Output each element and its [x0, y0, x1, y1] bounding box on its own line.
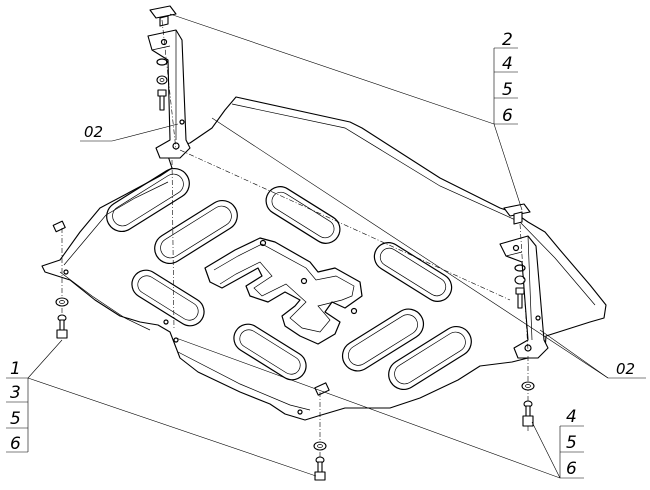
- slot: [154, 199, 238, 265]
- clip-top-left: [149, 5, 177, 19]
- mounting-tab: [52, 220, 66, 233]
- callout-number: 2: [502, 30, 513, 50]
- clip-top-right: [503, 203, 531, 217]
- plate-hole: [63, 269, 69, 275]
- bracket-label-right: 02: [211, 117, 646, 379]
- callout-number: 4: [566, 407, 577, 427]
- svg-text:02: 02: [616, 360, 635, 378]
- slot: [341, 308, 425, 372]
- svg-text:02: 02: [84, 123, 103, 141]
- fastener-stack-bottom-right: [521, 356, 535, 432]
- skid-plate: [41, 96, 607, 421]
- callout-bottom-right: 4 5 6: [175, 337, 584, 479]
- slot: [131, 269, 205, 327]
- plate-hole: [300, 277, 308, 285]
- fastener-stack-center: [313, 392, 327, 481]
- plate-hole: [259, 239, 267, 247]
- callout-number: 5: [566, 433, 577, 453]
- callout-number: 6: [10, 434, 21, 454]
- slot-row-3: [131, 269, 425, 372]
- fastener-stack-left: [55, 228, 69, 339]
- slot-row-4: [233, 323, 472, 391]
- callout-number: 3: [10, 383, 21, 403]
- callout-number: 6: [502, 106, 513, 126]
- plate-hole: [350, 307, 358, 315]
- slot-row-1: [106, 167, 341, 244]
- callout-number: 6: [566, 459, 577, 479]
- slot: [265, 186, 341, 244]
- slot-row-2: [154, 199, 453, 302]
- callout-number: 1: [10, 359, 21, 379]
- center-serpentine-pocket: [204, 237, 363, 345]
- plate-hole: [163, 319, 169, 325]
- plate-inner-edge: [59, 103, 596, 411]
- callout-number: 4: [502, 54, 513, 74]
- fastener-stack-right: [514, 223, 529, 351]
- bracket-right: [499, 203, 549, 359]
- callout-left: 1 3 5 6: [6, 339, 317, 477]
- fastener-stack-top-left: [156, 19, 177, 151]
- callout-top-right: 2 4 5 6: [169, 13, 523, 211]
- bracket-label-left: 02: [80, 123, 179, 142]
- plate-hole: [297, 409, 303, 415]
- slot: [388, 325, 472, 391]
- slot: [233, 323, 307, 381]
- mounting-tab: [314, 382, 330, 396]
- callout-number: 5: [502, 80, 513, 100]
- slot: [106, 167, 190, 233]
- callout-number: 5: [10, 409, 21, 429]
- bracket-left: [147, 5, 191, 159]
- slot: [373, 242, 453, 302]
